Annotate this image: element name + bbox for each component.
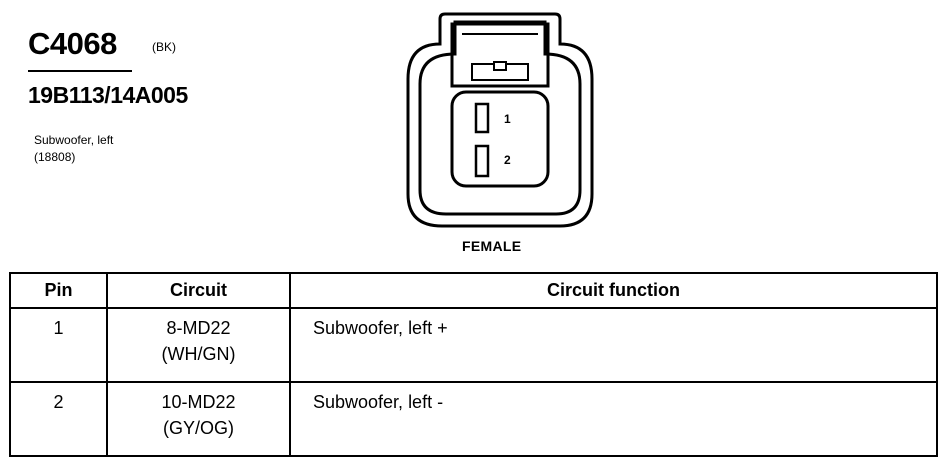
wire-color: (WH/GN)	[161, 344, 236, 364]
circuit-cell: 8-MD22 (WH/GN)	[106, 307, 291, 383]
description-line-1: Subwoofer, left	[34, 133, 114, 147]
table-row: 1 8-MD22 (WH/GN) Subwoofer, left +	[9, 307, 938, 383]
connector-description: Subwoofer, left (18808)	[34, 132, 113, 166]
circuit-function-cell: Subwoofer, left +	[289, 307, 938, 383]
header-circuit: Circuit	[106, 272, 291, 309]
cavity-2	[474, 144, 490, 178]
pin-cell: 2	[9, 381, 108, 457]
latch-notch	[493, 61, 507, 71]
cavity-label-2: 2	[504, 153, 511, 167]
connector-id: C4068	[28, 26, 117, 61]
part-number: 19B113/14A005	[28, 82, 188, 108]
header-circuit-function: Circuit function	[289, 272, 938, 309]
circuit-cell: 10-MD22 (GY/OG)	[106, 381, 291, 457]
cavity-label-1: 1	[504, 112, 511, 126]
wire-color: (GY/OG)	[163, 418, 234, 438]
table-header-row: Pin Circuit Circuit function	[9, 272, 938, 309]
circuit-number: 10-MD22	[161, 392, 236, 412]
table-row: 2 10-MD22 (GY/OG) Subwoofer, left -	[9, 381, 938, 457]
connector-outer-shell	[406, 12, 594, 228]
connector-face-diagram: 1 2	[406, 12, 594, 228]
title-divider	[28, 70, 132, 72]
header-pin: Pin	[9, 272, 108, 309]
gender-label: FEMALE	[462, 238, 522, 254]
terminal-face	[450, 90, 550, 188]
cavity-1	[474, 102, 490, 134]
circuit-function-cell: Subwoofer, left -	[289, 381, 938, 457]
circuit-number: 8-MD22	[166, 318, 231, 338]
latch-housing	[450, 22, 550, 88]
connector-color-code: (BK)	[152, 40, 176, 54]
pinout-table: Pin Circuit Circuit function 1 8-MD22 (W…	[9, 272, 938, 457]
connector-inner-outline	[418, 20, 582, 216]
description-line-2: (18808)	[34, 150, 76, 164]
pin-cell: 1	[9, 307, 108, 383]
